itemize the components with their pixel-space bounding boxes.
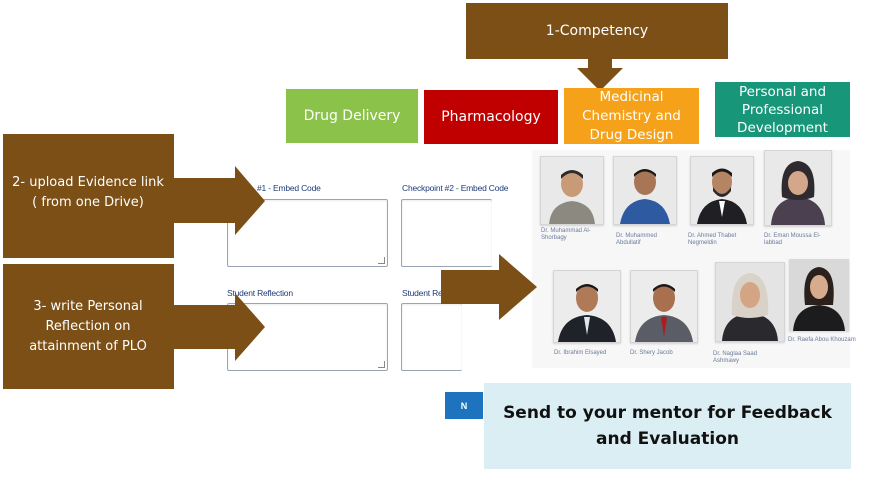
student-reflection-label-2: Student Reflec	[402, 288, 455, 298]
category-pharmacology: Pharmacology	[424, 90, 558, 144]
embed-code-field-2[interactable]	[401, 199, 492, 267]
mentor-name: Dr. Raefa Abou Khouzam	[788, 337, 856, 343]
category-medicinal-chemistry: Medicinal Chemistry and Drug Design	[564, 88, 699, 144]
mentor-photo	[764, 150, 832, 226]
mentor-photo	[553, 270, 621, 343]
person-icon	[691, 157, 753, 224]
next-button[interactable]: N	[445, 392, 483, 419]
mentor-photo	[540, 156, 604, 225]
person-icon	[631, 271, 697, 342]
step2-arrow	[3, 134, 265, 258]
mentor-name: Dr. Muhammed Abdullatif	[616, 233, 658, 246]
mentor-photo	[613, 156, 677, 225]
step3-label: 3- write Personal Reflection on attainme…	[29, 299, 147, 354]
mentor-photo	[715, 262, 785, 342]
competency-box: 1-Competency	[466, 3, 728, 59]
person-icon	[765, 151, 831, 225]
mentor-name: Dr. Ahmed Thabet Negmeldin	[688, 233, 737, 246]
mentor-photo	[630, 270, 698, 343]
step3-arrow	[3, 264, 265, 389]
mentor-name: Dr. Shery Jacob	[630, 350, 673, 356]
person-icon	[789, 259, 849, 331]
embed-code-label-1: #1 - Embed Code	[257, 183, 321, 193]
person-icon	[716, 263, 784, 341]
category-label: Pharmacology	[441, 109, 541, 125]
person-icon	[614, 157, 676, 224]
mentor-name: Dr. Naglaa Saad Ashmawy	[713, 351, 758, 364]
resize-grip-icon[interactable]	[378, 361, 385, 368]
mentor-name: Dr. Eman Moussa El-labbad	[764, 233, 821, 246]
category-label: Personal and Professional Development	[737, 83, 828, 136]
category-label: Drug Delivery	[303, 108, 401, 124]
student-reflection-field-2[interactable]	[401, 303, 462, 371]
mentor-name: Dr. Muhammad Al-Shorbagy	[541, 228, 591, 241]
category-label: Medicinal Chemistry and Drug Design	[582, 88, 681, 143]
embed-code-label-2: Checkpoint #2 - Embed Code	[402, 183, 509, 193]
person-icon	[554, 271, 620, 342]
mentor-name: Dr. Ibrahim Elsayed	[554, 350, 607, 356]
next-button-label: N	[460, 400, 468, 411]
feedback-label: Send to your mentor for Feedback and Eva…	[503, 403, 832, 449]
mentor-photo	[690, 156, 754, 225]
embed-code-field-1[interactable]	[227, 199, 388, 267]
competency-down-arrow	[577, 58, 623, 91]
mentor-arrow	[441, 254, 537, 320]
step2-label: 2- upload Evidence link ( from one Drive…	[12, 175, 164, 210]
student-reflection-label-1: Student Reflection	[227, 288, 293, 298]
category-drug-delivery: Drug Delivery	[286, 89, 418, 143]
feedback-box: Send to your mentor for Feedback and Eva…	[484, 383, 851, 469]
competency-label: 1-Competency	[545, 23, 649, 39]
resize-grip-icon[interactable]	[378, 257, 385, 264]
mentor-photo	[789, 259, 849, 331]
person-icon	[541, 157, 603, 224]
category-personal-development: Personal and Professional Development	[715, 82, 850, 137]
